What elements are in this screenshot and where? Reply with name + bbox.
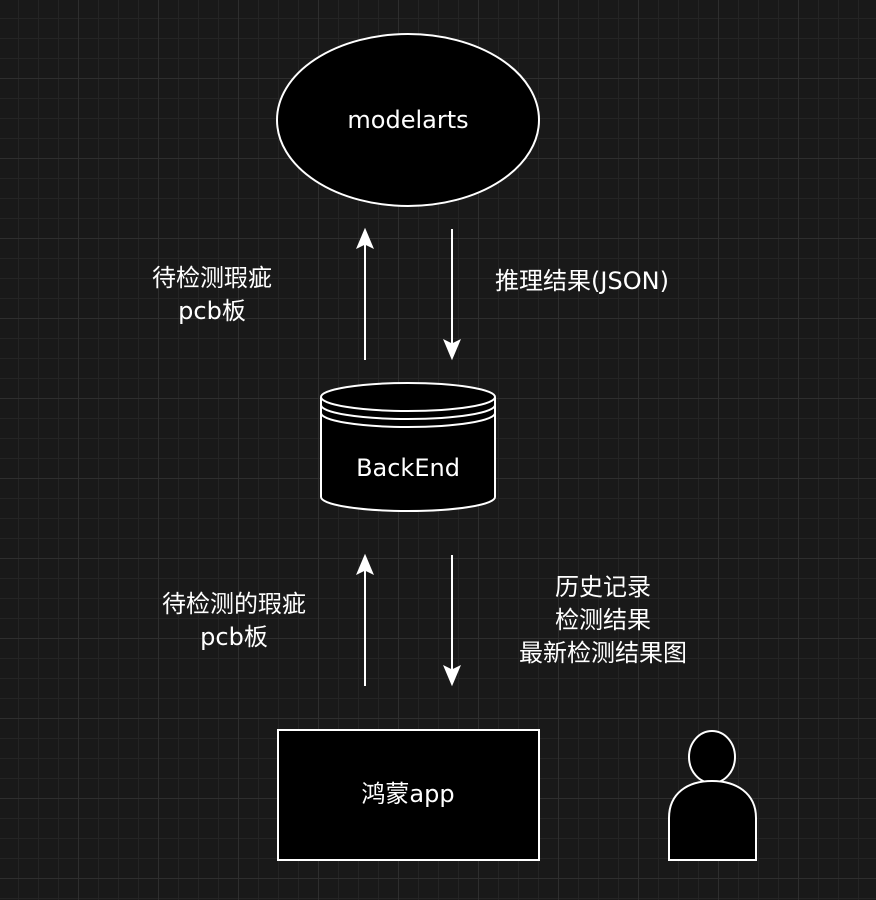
edge-label-line: 待检测瑕疵 (152, 264, 272, 292)
edge-label-line: 待检测的瑕疵 (162, 590, 306, 618)
edge-label-app-to-backend: 待检测的瑕疵 pcb板 (134, 588, 334, 654)
app-node-label: 鸿蒙app (308, 778, 508, 811)
edge-label-line: pcb板 (200, 623, 268, 651)
backend-node-shape[interactable] (320, 382, 496, 512)
edge-label-line: 历史记录 (555, 573, 651, 601)
arrow-backend-to-app[interactable] (443, 555, 461, 687)
arrow-modelarts-to-backend[interactable] (443, 229, 461, 361)
edge-label-backend-to-modelarts: 待检测瑕疵 pcb板 (112, 262, 312, 328)
edge-label-line: 最新检测结果图 (519, 639, 687, 667)
modelarts-label-text: modelarts (347, 106, 469, 134)
edge-label-backend-to-app: 历史记录 检测结果 最新检测结果图 (490, 571, 716, 670)
backend-node-label: BackEnd (308, 452, 508, 485)
edge-label-line: 检测结果 (555, 606, 651, 634)
modelarts-node-shape[interactable] (276, 33, 540, 207)
arrow-backend-to-modelarts[interactable] (356, 227, 374, 360)
edge-label-line: pcb板 (178, 297, 246, 325)
arrow-app-to-backend[interactable] (356, 553, 374, 686)
edge-label-line: 推理结果(JSON) (495, 267, 669, 295)
backend-label-text: BackEnd (356, 454, 460, 482)
edge-label-modelarts-to-backend: 推理结果(JSON) (482, 265, 682, 298)
app-node-shape[interactable] (277, 729, 540, 861)
app-label-text: 鸿蒙app (361, 780, 455, 808)
actor-person-icon (668, 730, 757, 861)
modelarts-node-label: modelarts (308, 104, 508, 137)
